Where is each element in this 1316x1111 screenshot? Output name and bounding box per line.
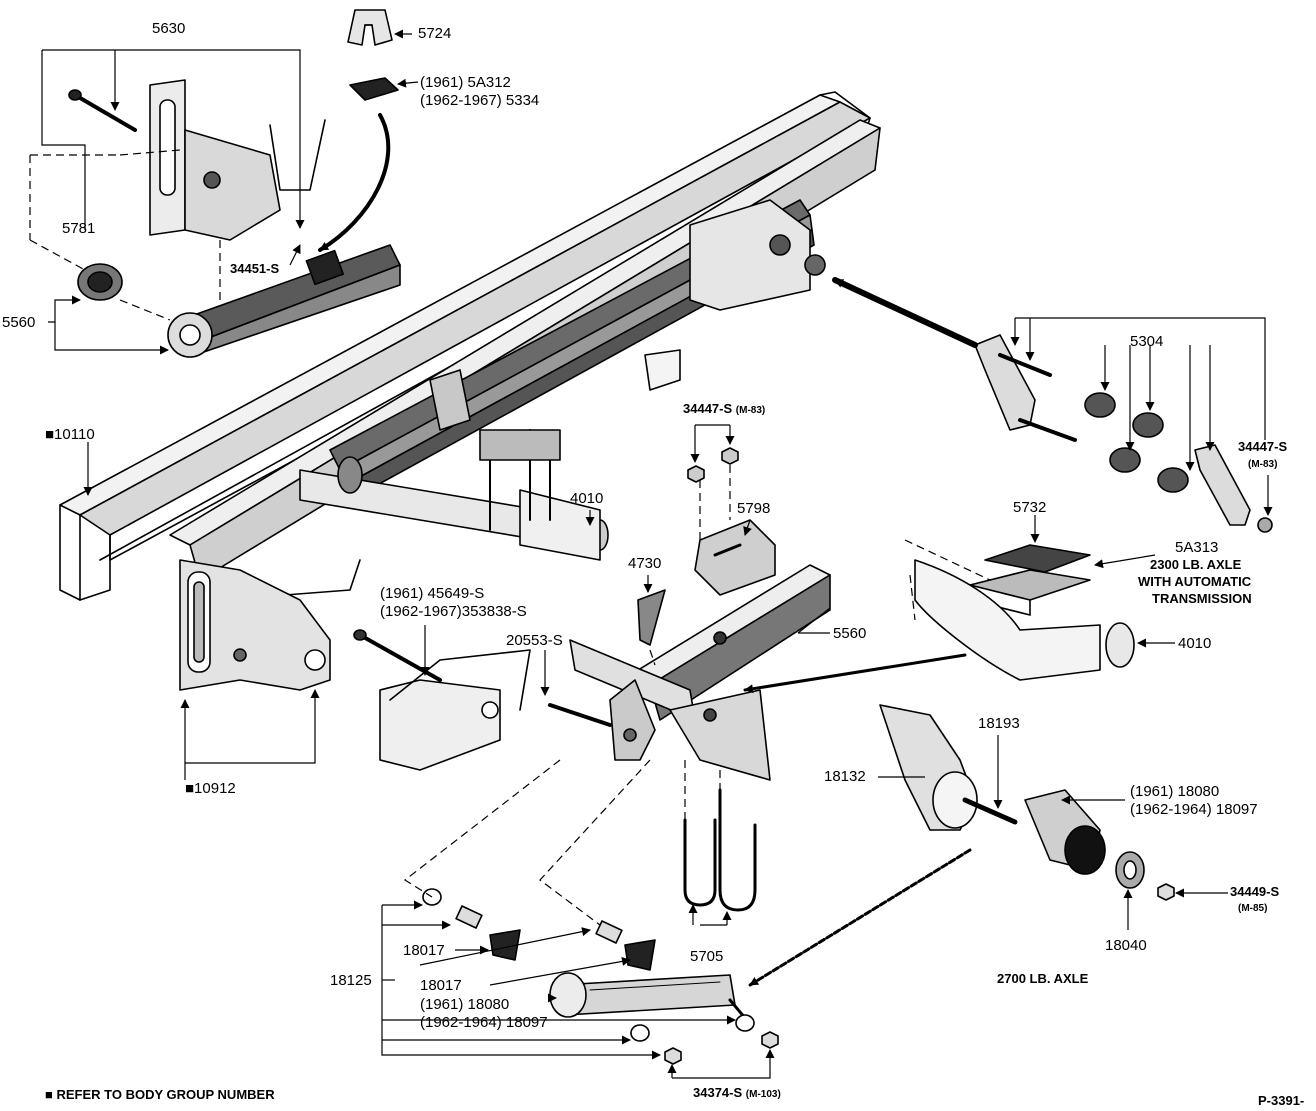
label-18132: 18132 [824, 768, 866, 785]
label-18080-bottom: (1961) 18080 [420, 996, 510, 1013]
label-18125: 18125 [330, 972, 372, 989]
figure-id: P-3391- [1258, 1093, 1305, 1108]
shock-18125 [549, 972, 747, 1020]
shackle-bushings [1084, 392, 1189, 493]
u-bolts-mid [479, 429, 561, 531]
label-5724: 5724 [418, 25, 452, 42]
insulator-5a312 [349, 77, 399, 101]
label-18097-bottom: (1962-1964) 18097 [420, 1014, 548, 1031]
shackle-bracket-rear [689, 199, 826, 311]
u-bolts-5705 [683, 788, 757, 912]
label-34447-right-m: (M-83) [1248, 459, 1278, 470]
rear-hanger-bracket [179, 559, 331, 691]
label-34374-num: 34374-S [693, 1085, 743, 1100]
label-34447-right: 34447-S [1238, 439, 1288, 454]
label-5630: 5630 [152, 20, 186, 37]
label-45649: (1961) 45649-S [380, 585, 485, 602]
label-5304: 5304 [1130, 333, 1164, 350]
label-18017-a: 18017 [403, 942, 445, 959]
label-10110: ■10110 [45, 426, 95, 443]
axle-tube-mid [299, 456, 609, 561]
leaf-spring-left [167, 244, 401, 358]
label-34374-m: (M-103) [745, 1089, 781, 1100]
label-2300-line2: WITH AUTOMATIC [1138, 574, 1252, 589]
shock-parts-left [422, 888, 779, 1065]
label-18017-b: 18017 [420, 977, 462, 994]
label-18080-right: (1961) 18080 [1130, 783, 1220, 800]
clip-5724 [347, 9, 393, 46]
label-18193: 18193 [978, 715, 1020, 732]
label-5a313: 5A313 [1175, 539, 1219, 556]
nut-34447-right [1257, 517, 1273, 533]
label-2300-line3: TRANSMISSION [1152, 591, 1252, 606]
label-34447-top: 34447-S (M-83) [683, 400, 765, 419]
label-2300-line1: 2300 LB. AXLE [1150, 557, 1242, 572]
label-5798: 5798 [737, 500, 771, 517]
label-18097-right: (1962-1964) 18097 [1130, 801, 1258, 818]
bolt-45649 [353, 629, 442, 682]
label-4730: 4730 [628, 555, 662, 572]
dashed-guides [29, 149, 991, 926]
label-34447-top-m: (M-83) [735, 405, 766, 416]
label-18040: 18040 [1105, 937, 1147, 954]
leader-lines [41, 29, 1273, 1079]
arrow-to-seat [743, 653, 967, 694]
curved-arrow [318, 113, 391, 252]
arrow-to-shock [748, 848, 972, 987]
label-5705: 5705 [690, 948, 724, 965]
label-4010-right: 4010 [1178, 635, 1212, 652]
label-5a312: (1961) 5A312 [420, 74, 511, 91]
spring-plate-5798 [694, 519, 776, 596]
nut-34449 [1157, 883, 1175, 901]
label-4010-top: 4010 [570, 490, 604, 507]
axle-assembly [569, 639, 771, 781]
bumper-4730 [637, 589, 666, 646]
label-5334: (1962-1967) 5334 [420, 92, 540, 109]
footnote: ■ REFER TO BODY GROUP NUMBER [45, 1087, 275, 1102]
label-34451: 34451-S [230, 261, 280, 276]
label-34449: 34449-S [1230, 884, 1280, 899]
bushing-5781 [77, 263, 123, 301]
washer-18040 [1115, 851, 1145, 889]
label-20553: 20553-S [506, 632, 563, 649]
bushing-18080-right [1024, 789, 1106, 875]
bolt-5630 [68, 89, 137, 132]
bolt-20553 [548, 703, 612, 727]
label-34374: 34374-S (M-103) [693, 1084, 781, 1103]
label-34449-m: (M-85) [1238, 903, 1268, 914]
label-34447-top-num: 34447-S [683, 401, 733, 416]
shackle-5304 [974, 334, 1251, 526]
label-2700: 2700 LB. AXLE [997, 971, 1089, 986]
label-353838: (1962-1967)353838-S [380, 603, 527, 620]
arrow-to-shackle [832, 277, 978, 348]
label-5781: 5781 [62, 220, 96, 237]
label-5560-left: 5560 [2, 314, 36, 331]
label-5732: 5732 [1013, 499, 1047, 516]
spring-clip-upper [429, 349, 681, 431]
nuts-34447-top [687, 447, 739, 483]
axle-right-2300 [914, 559, 1135, 681]
axle-bracket-18132 [879, 704, 1018, 831]
label-5560-mid: 5560 [833, 625, 867, 642]
front-hanger-bracket [149, 79, 326, 241]
label-10912: ■10912 [185, 780, 236, 797]
shock-bracket [379, 649, 531, 771]
